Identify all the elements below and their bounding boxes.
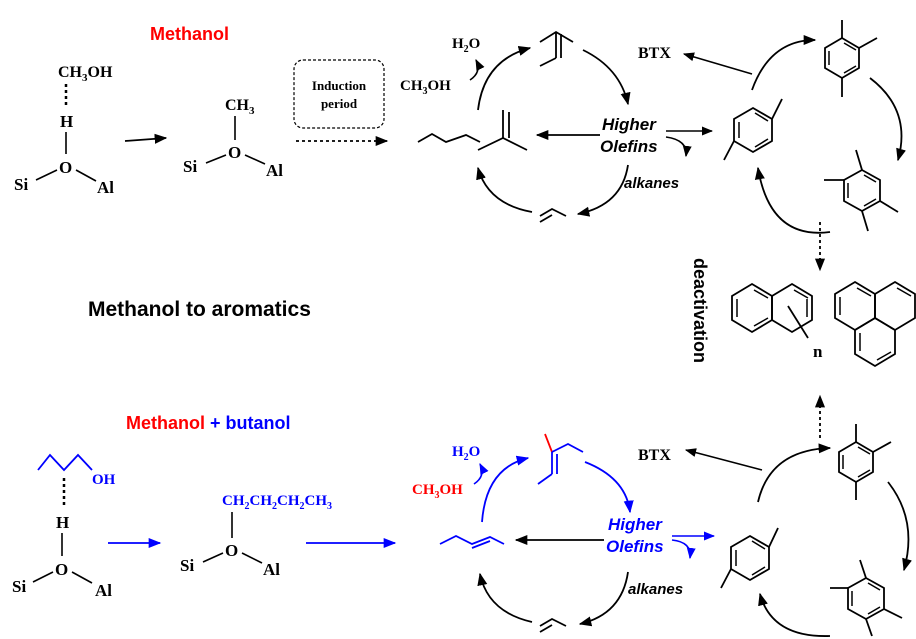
- svg-text:H2O: H2O: [452, 444, 480, 463]
- top-aromatic-cycle: BTX: [638, 20, 906, 272]
- butoxy-species: CH2CH2CH2CH3 O Si Al: [180, 493, 332, 579]
- svg-text:Si: Si: [12, 577, 26, 596]
- polyaromatics: n: [731, 280, 916, 368]
- induction-label-1: Induction: [312, 78, 367, 93]
- svg-text:Si: Si: [180, 556, 194, 575]
- svg-text:Al: Al: [95, 581, 112, 600]
- svg-text:Si: Si: [183, 157, 197, 176]
- svg-text:BTX: BTX: [638, 45, 671, 62]
- svg-text:CH3: CH3: [225, 97, 255, 117]
- induction-period-box: [293, 59, 385, 129]
- svg-text:Al: Al: [97, 178, 114, 197]
- svg-text:CH2CH2CH2CH3: CH2CH2CH2CH3: [222, 493, 332, 512]
- svg-text:H2O: H2O: [452, 36, 480, 55]
- svg-text:Higher: Higher: [608, 515, 663, 534]
- svg-text:O: O: [225, 541, 238, 560]
- top-olefin-cycle: H2O CH3OH Higher Olefins alkanes: [400, 30, 714, 223]
- bottom-olefin-cycle: H2O CH3OH Higher Olefins alkanes: [412, 433, 716, 633]
- svg-text:alkanes: alkanes: [628, 581, 683, 598]
- svg-text:OH: OH: [92, 472, 116, 488]
- svg-text:O: O: [59, 158, 72, 177]
- induction-label-2: period: [321, 96, 358, 111]
- svg-text:alkanes: alkanes: [624, 175, 679, 192]
- svg-text:Olefins: Olefins: [606, 537, 664, 556]
- svg-text:BTX: BTX: [638, 447, 671, 464]
- svg-text:n: n: [813, 342, 823, 361]
- methanol-adsorbed: CH3OH H O Si Al: [14, 64, 114, 197]
- svg-text:Si: Si: [14, 175, 28, 194]
- svg-text:Olefins: Olefins: [600, 137, 658, 156]
- svg-text:H: H: [60, 112, 73, 131]
- svg-text:CH3OH: CH3OH: [58, 64, 113, 84]
- bottom-title: Methanol + butanol: [126, 413, 291, 433]
- butanol-adsorbed: OH H O Si Al: [12, 453, 116, 600]
- svg-text:O: O: [55, 560, 68, 579]
- svg-text:O: O: [228, 143, 241, 162]
- arrow-to-methoxy: [124, 133, 168, 144]
- svg-text:CH3OH: CH3OH: [400, 78, 451, 97]
- top-title: Methanol: [150, 24, 229, 44]
- svg-text:H: H: [56, 513, 69, 532]
- bottom-aromatic-cycle: BTX: [638, 424, 912, 637]
- svg-text:Al: Al: [266, 161, 283, 180]
- svg-text:Al: Al: [263, 560, 280, 579]
- deactivation-label: deactivation: [690, 258, 710, 363]
- methanol-to-aromatics-label: Methanol to aromatics: [88, 298, 311, 321]
- methoxy-species: CH3 O Si Al: [183, 97, 283, 180]
- svg-text:CH3OH: CH3OH: [412, 482, 463, 501]
- svg-text:Higher: Higher: [602, 115, 657, 134]
